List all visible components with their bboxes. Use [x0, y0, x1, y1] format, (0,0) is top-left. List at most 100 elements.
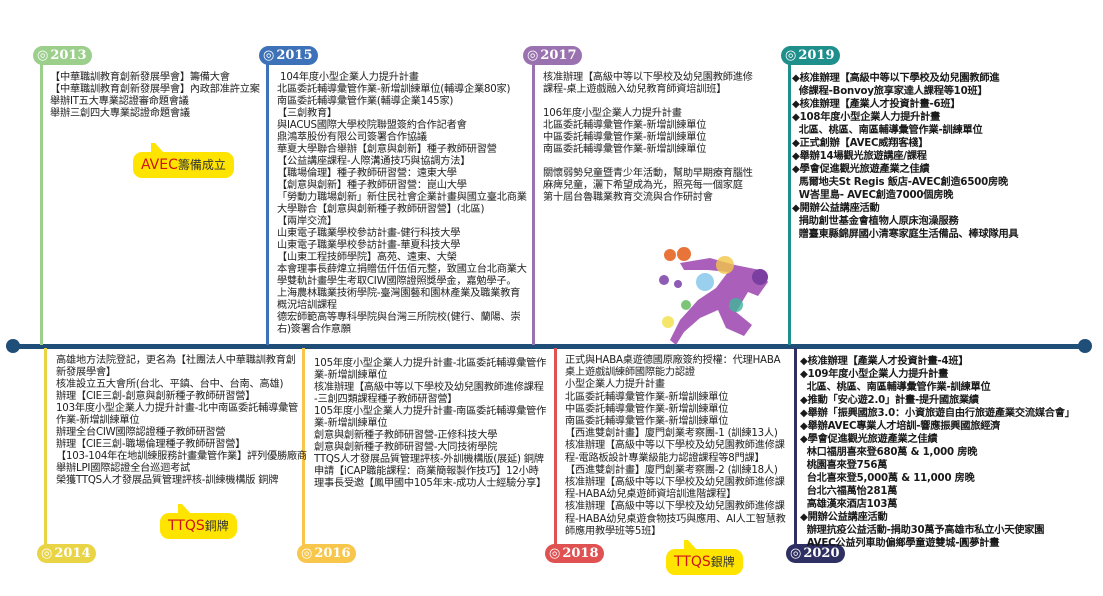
event-line: 山東電子職業學校參訪計畫-華夏科技大學 [277, 240, 461, 251]
event-line: 105年度小型企業人力提升計畫-南區委託輔導彙管作 [314, 406, 547, 417]
event-line: ◆核准辦理【產業人才投資計畫-4班】 [800, 356, 969, 367]
event-line: 業-新增訓練單位 [314, 370, 388, 381]
event-line: 【西進雙創計畫】廈門創業考察團-2 (訓練18人) [565, 464, 778, 476]
event-line: ◆正式創辦【AVEC威翔客棧】 [792, 138, 929, 149]
event-line: 德宏師範高等專科學院與台灣三所院校(健行、蘭陽、崇 [277, 312, 521, 323]
year-badge-2018: ◎2018 [545, 544, 604, 563]
target-circle-icon: ◎ [263, 48, 275, 63]
event-line: 榮獲TTQS人才發展品質管理評核-訓練機構版 銅牌 [56, 475, 279, 486]
event-line: 右)簽署合作意願 [277, 324, 351, 335]
year-badge-2015: ◎2015 [259, 46, 318, 65]
paint-splash [664, 249, 676, 261]
event-line: 舉辦IT五大專業認證審命題會議 [50, 96, 189, 107]
paint-splash [716, 256, 734, 274]
event-line: 辦理【CIE三創-職場倫理種子教師研習營】 [56, 439, 246, 450]
event-line: 程-HABA幼兒桌遊食物技巧與應用、AI人工智慧教 [565, 513, 786, 525]
event-line: 申請【iCAP職能課程：商業簡報製作技巧】12小時 [314, 466, 539, 477]
connector-2019 [788, 62, 791, 345]
event-line: 103年度小型企業人力提升計畫-北中南區委託輔導彙管 [56, 403, 299, 414]
event-line: 華夏大學聯合舉辦【創意與創新】種子教師研習營 [277, 144, 497, 155]
event-line: 理事長受邀【鳳甲國中105年末-成功人士經驗分享】 [314, 478, 547, 489]
event-line: 大學聯合【創意與創新種子教師研習營】(北區) [277, 204, 485, 215]
event-line: 第十屆台魯職業教育交流與合作研討會 [543, 192, 713, 203]
event-line: ◆開辦公益講座活動 [792, 203, 880, 214]
target-circle-icon: ◎ [41, 546, 53, 561]
event-line: 北區、桃區、南區輔導彙管作業-訓練單位 [792, 125, 983, 136]
target-circle-icon: ◎ [527, 48, 539, 63]
event-line: 舉辦三創四大專業認證命題會議 [50, 108, 190, 119]
event-line: 核准辦理【高級中等以下學校及幼兒園教師進修課程 [314, 382, 544, 393]
spacer [543, 156, 753, 168]
event-line: 贈臺東縣錦屏國小清寒家庭生活備品、棒球隊用具 [792, 229, 1019, 240]
event-line: 核准辦理【高級中等以下學校及幼兒園教師進修課 [565, 501, 785, 513]
event-line: 南區委託輔導彙管作業-新增訓練單位 [565, 416, 729, 428]
event-line: 高雄地方法院登記，更名為【社團法人中華職訓教育創 [56, 355, 296, 366]
year-badge-2017: ◎2017 [523, 46, 582, 65]
year-badge-2016: ◎2016 [297, 544, 356, 563]
target-circle-icon: ◎ [37, 48, 49, 63]
event-line: 南區委託輔導彙管作業-新增訓練單位 [543, 144, 707, 155]
event-line: 舉辦LPI國際認證全台巡迴考試 [56, 463, 191, 474]
event-line: AVEC公益列車助偏鄉學童遊雙城-圓夢計畫 [800, 538, 1000, 549]
event-line: 修課程-Bonvoy旅享家達人課程等10班】 [792, 86, 988, 97]
paint-splash [729, 298, 743, 312]
paint-splash [677, 247, 691, 261]
event-line: 程-HABA幼兒桌遊師資培訓進階課程】 [565, 489, 737, 501]
events-2014: 高雄地方法院登記，更名為【社團法人中華職訓教育創新發展學會】核准設立五大會所(台… [56, 355, 307, 487]
event-line: 鼎鴻萃股份有限公司簽署合作協議 [277, 132, 427, 143]
event-line: 核准辦理【高級中等以下學校及幼兒園教師進修課 [565, 440, 785, 452]
event-line: 辦理全台CIW國際認證種子教師研習營 [56, 427, 226, 438]
event-line: 正式與HABA桌遊德國原廠簽約授權：代理HABA [565, 355, 781, 366]
event-line: 核准設立五大會所(台北、平鎮、台中、台南、高雄) [56, 379, 284, 390]
event-line: 【三創教育】 [277, 108, 337, 119]
year-badge-2013: ◎2013 [33, 46, 92, 65]
event-line: ◆108年度小型企業人力提升計畫 [792, 112, 941, 123]
target-circle-icon: ◎ [549, 546, 561, 561]
events-2015: 104年度小型企業人力提升計畫北區委託輔導彙管作業-新增訓練單位(輔導企業80家… [277, 72, 527, 336]
event-line: 【山東工程技師學院】高苑、遠東、大榮 [277, 252, 457, 263]
events-2016: 105年度小型企業人力提升計畫-北區委託輔導彙管作業-新增訓練單位核准辦理【高級… [314, 358, 546, 490]
event-line: 林口福朋喜來登680萬 & 1,000 房晚 [800, 447, 978, 458]
connector-2016 [302, 348, 305, 546]
event-line: 北區委託輔導彙管作業-新增訓練單位 [543, 120, 707, 131]
event-line: 【中華職訓教育創新發展學會】內政部准許立案 [50, 84, 260, 95]
event-line: 核准辦理【高級中等以下學校及幼兒園教師進修課 [565, 477, 785, 489]
event-line: 【西進雙創計畫】廈門創業考察團-1 (訓練13人) [565, 428, 778, 440]
event-line: 【創意與創新】種子教師研習營：崑山大學 [277, 180, 467, 191]
event-line: 北區、桃區、南區輔導彙管作業-訓練單位 [800, 382, 991, 393]
event-line: 捐助創世基金會植物人原床泡澡服務 [792, 216, 959, 227]
event-line: 高雄漢來酒店103萬 [800, 499, 898, 510]
event-line: ◆舉辦14場觀光旅遊講座/課程 [792, 151, 927, 162]
paint-splash [659, 275, 669, 285]
avec-founding-callout: AVEC籌備成立 [133, 143, 234, 178]
paint-splash [674, 280, 682, 288]
event-line: 與IACUS國際大學校院聯盟簽約合作記者會 [277, 120, 467, 131]
event-line: 本會理事長薛煒立捐贈伍仟伍佰元整，致國立台北商業大 [277, 264, 527, 275]
event-line: ◆舉辦「振興國旅3.0：小資旅遊自由行旅遊產業交流媒合會」 [800, 408, 1075, 419]
event-line: 馬爾地夫St Regis 飯店-AVEC創造6500房晚 [792, 177, 1008, 188]
event-line: -三創四類課程種子教師研習營】 [314, 394, 458, 405]
event-line: 台北六福萬怡281萬 [800, 486, 898, 497]
runner-head [752, 269, 768, 285]
target-circle-icon: ◎ [301, 546, 313, 561]
event-line: 「勞動力職場創新」新住民社會企業計畫與國立臺北商業 [277, 192, 527, 203]
event-line: 作業-新增訓練單位 [56, 415, 140, 426]
timeline-end-dot [1078, 339, 1092, 353]
event-line: 關懷弱勢兒童暨青少年活動，幫助早期療育腦性 [543, 168, 753, 179]
paint-splash [681, 300, 691, 310]
connector-2017 [532, 62, 535, 345]
event-line: 中區委託輔導彙管作業-新增訓練單位 [565, 403, 729, 415]
event-line: 創意與創新種子教師研習營-正修科技大學 [314, 430, 498, 441]
event-line: 南區委託輔導彙管作業(輔導企業145家) [277, 96, 454, 107]
event-line: ◆核准辦理【高級中等以下學校及幼兒園教師進 [792, 73, 1000, 84]
event-line: 課程-桌上遊戲融入幼兒教育師資培訓班】 [543, 84, 727, 95]
event-line: 【公益講座課程-人際溝通技巧與協調方法】 [277, 156, 471, 167]
timeline-axis [13, 344, 1085, 349]
event-line: 程-電路板設計專業級能力認證課程等8門課】 [565, 452, 765, 464]
event-line: 桌上遊戲訓練師國際能力認證 [565, 367, 695, 379]
event-line: 中區委託輔導彙管作業-新增訓練單位 [543, 132, 707, 143]
event-line: 師應用教學班等5班】 [565, 525, 662, 537]
year-badge-2019: ◎2019 [781, 46, 840, 65]
events-2019: ◆核准辦理【高級中等以下學校及幼兒園教師進 修課程-Bonvoy旅享家達人課程等… [792, 72, 1019, 241]
